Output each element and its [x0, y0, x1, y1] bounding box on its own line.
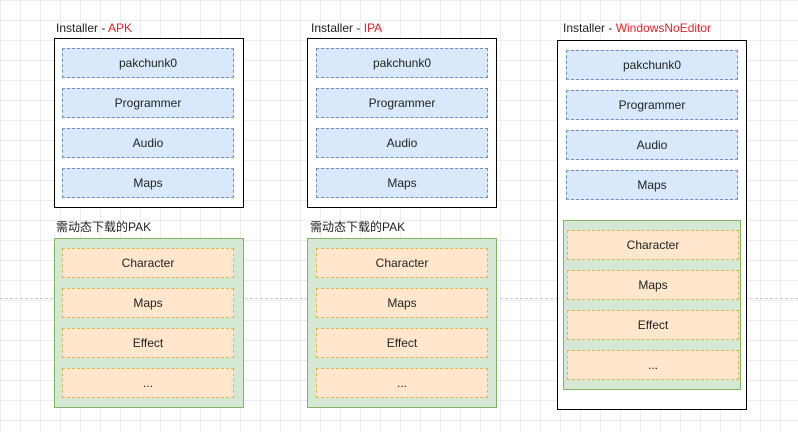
ipa-base-chunk: Audio — [316, 128, 488, 158]
ipa-dynamic-title: 需动态下载的PAK — [310, 220, 406, 234]
installer-windows-title: Installer - WindowsNoEditor — [563, 21, 712, 35]
ipa-dynamic-chunk: Maps — [316, 288, 488, 318]
ipa-base-chunk: Programmer — [316, 88, 488, 118]
installer-ipa-title: Installer - IPA — [311, 21, 383, 35]
apk-base-chunk: Audio — [62, 128, 234, 158]
ipa-base-chunk: Maps — [316, 168, 488, 198]
apk-dynamic-chunk: Maps — [62, 288, 234, 318]
ipa-dynamic-chunk: Character — [316, 248, 488, 278]
windows-dynamic-chunk: ... — [567, 350, 739, 380]
apk-dynamic-chunk: Effect — [62, 328, 234, 358]
apk-base-chunk: Maps — [62, 168, 234, 198]
apk-dynamic-title: 需动态下载的PAK — [56, 220, 152, 234]
installer-apk-title: Installer - APK — [56, 21, 133, 35]
ipa-dynamic-chunk: ... — [316, 368, 488, 398]
apk-dynamic-chunk: ... — [62, 368, 234, 398]
windows-base-chunk: pakchunk0 — [566, 50, 738, 80]
ipa-dynamic-chunk: Effect — [316, 328, 488, 358]
apk-base-chunk: Programmer — [62, 88, 234, 118]
apk-dynamic-chunk: Character — [62, 248, 234, 278]
apk-base-chunk: pakchunk0 — [62, 48, 234, 78]
windows-base-chunk: Audio — [566, 130, 738, 160]
ipa-base-chunk: pakchunk0 — [316, 48, 488, 78]
windows-base-chunk: Programmer — [566, 90, 738, 120]
windows-base-chunk: Maps — [566, 170, 738, 200]
windows-dynamic-chunk: Effect — [567, 310, 739, 340]
windows-dynamic-chunk: Character — [567, 230, 739, 260]
windows-dynamic-chunk: Maps — [567, 270, 739, 300]
